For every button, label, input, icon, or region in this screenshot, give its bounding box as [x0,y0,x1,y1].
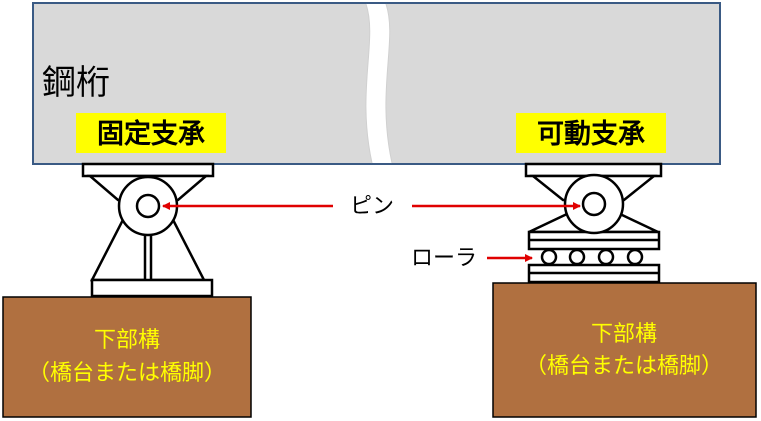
substructure-right-subtitle: （橋台または橋脚） [525,354,723,379]
substructure-left: 下部構 （橋台または橋脚） [2,296,252,418]
movable-bearing-label: 可動支承 [537,119,645,150]
roller [626,248,644,266]
substructure-right: 下部構 （橋台または橋脚） [492,282,757,418]
movable-bearing [524,162,663,284]
substructure-left-title: 下部構 [94,328,160,353]
roller [540,248,558,266]
roller [568,248,586,266]
substructure-left-subtitle: （橋台または橋脚） [28,361,226,386]
roller-callout-label: ローラ [411,246,477,271]
girder-break-mark [365,4,392,163]
girder-label: 鋼桁 [42,63,110,103]
substructure-right-title: 下部構 [591,322,657,347]
roller [597,248,615,266]
fixed-pin [135,193,161,219]
movable-bearing-label-bg [516,113,666,153]
fixed-bearing-label-bg [76,113,226,153]
fixed-bearing [81,162,215,298]
fixed-bearing-label: 固定支承 [97,118,205,150]
pin-callout-label: ピン [350,194,394,219]
movable-pin [581,191,607,217]
